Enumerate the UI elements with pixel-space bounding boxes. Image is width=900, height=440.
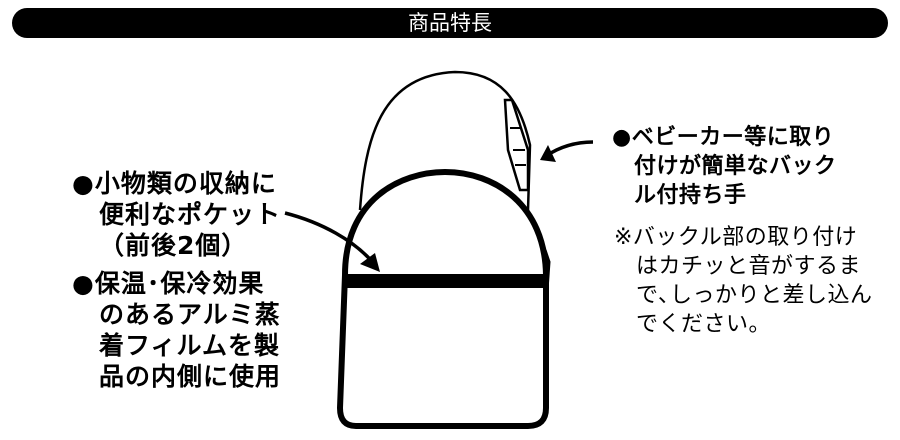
buckle-note: ※バックル部の取り付け はカチッと音がするま で､しっかりと差し込ん でください… (614, 223, 873, 339)
header-title: 商品特長 (408, 11, 492, 35)
feature-line: ●ベビーカー等に取り (612, 125, 835, 150)
zipper-tab (543, 249, 551, 291)
note-line: でください。 (636, 312, 772, 337)
feature-line: のあるアルミ蒸 (99, 300, 281, 329)
pocket-band (343, 274, 546, 288)
feature-line: 着フィルムを製 (99, 331, 281, 360)
handle-strap (358, 70, 532, 211)
note-line: はカチッと音がするま (636, 254, 862, 279)
note-line: ※バックル部の取り付け (614, 225, 858, 250)
feature-handle: ●ベビーカー等に取り 付けが簡単なバック ル付持ち手 (612, 123, 837, 210)
handle-arrow (545, 140, 594, 158)
feature-line: （前後2個） (99, 231, 248, 260)
feature-line: ル付持ち手 (634, 183, 747, 208)
buckle (503, 98, 530, 192)
feature-line: 品の内側に使用 (99, 362, 282, 391)
feature-line: 便利なポケット (99, 200, 282, 229)
section-header: 商品特長 (12, 8, 888, 38)
handle-arrow-head (540, 145, 556, 162)
pocket-arrow-head (360, 253, 380, 272)
note-line: で､しっかりと差し込ん (636, 283, 873, 308)
pocket-arrow (284, 211, 378, 268)
bag-body (336, 168, 549, 429)
feature-line: 付けが簡単なバック (634, 154, 837, 179)
feature-insulation: ●保温･保冷効果 のあるアルミ蒸 着フィルムを製 品の内側に使用 (72, 268, 281, 392)
feature-pocket: ●小物類の収納に 便利なポケット （前後2個） (72, 168, 281, 261)
feature-line: ●保温･保冷効果 (72, 269, 265, 298)
feature-line: ●小物類の収納に (72, 169, 277, 198)
